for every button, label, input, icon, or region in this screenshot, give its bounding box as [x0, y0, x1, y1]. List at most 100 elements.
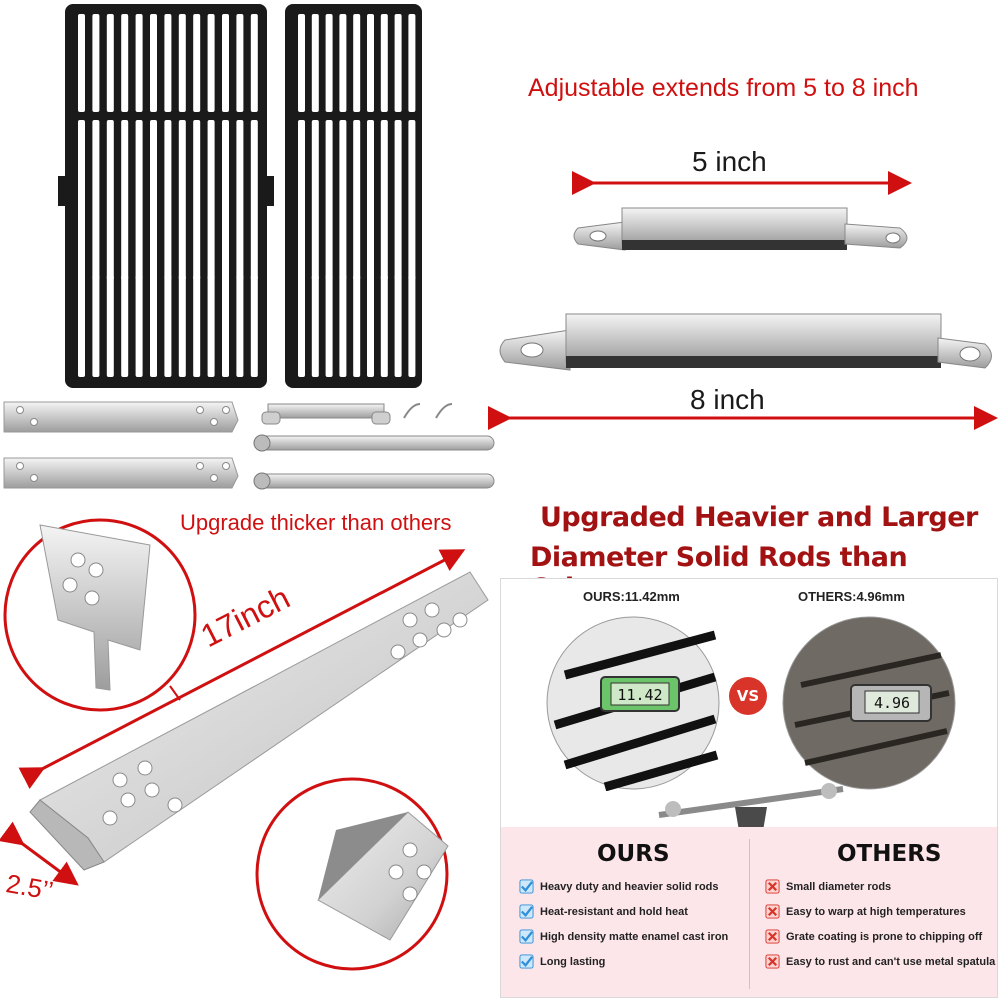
width-arrow: [0, 821, 79, 886]
others-caliper-photo: 4.96: [782, 616, 956, 790]
grate-slot: [164, 120, 172, 280]
ours-title: OURS: [597, 841, 670, 867]
grate-slot: [207, 275, 215, 377]
grate-slot: [339, 14, 347, 112]
others-feature-list: Small diameter rods Easy to warp at high…: [765, 879, 995, 969]
ours-feature-item: Long lasting: [519, 954, 728, 969]
grate-slot: [92, 120, 100, 280]
heat-plate-small-1: [3, 401, 239, 433]
grate-slot: [298, 14, 305, 112]
grate-slot: [353, 275, 361, 377]
cotter-pins: [403, 403, 453, 419]
check-icon: [519, 954, 534, 969]
vent-hole: [144, 782, 160, 798]
vent-hole: [210, 474, 218, 482]
grate-slot: [150, 275, 157, 377]
cross-icon: [765, 954, 780, 969]
grate-slot: [298, 275, 305, 377]
crossover-bracket: [261, 403, 391, 425]
vent-hole: [210, 418, 218, 426]
heat-plate-holes: [16, 406, 230, 482]
grate-slot: [325, 14, 333, 112]
ours-caption: OURS:11.42mm: [583, 589, 680, 604]
grate-slot: [298, 120, 305, 280]
grate-slot: [380, 275, 388, 377]
grate-slot: [250, 275, 258, 377]
crossover-tube-short: [573, 207, 908, 251]
grate-slot: [78, 120, 85, 280]
grate-slot: [121, 14, 129, 112]
grate-slot: [311, 120, 319, 280]
check-icon: [519, 929, 534, 944]
others-caption: OTHERS:4.96mm: [798, 589, 905, 604]
grate-slot: [311, 14, 319, 112]
vs-badge: VS: [729, 677, 767, 715]
grate-slot: [394, 14, 402, 112]
grate-slot: [106, 275, 114, 377]
grate-slot: [106, 120, 114, 280]
grate-slot: [92, 14, 100, 112]
grate-slot: [394, 120, 402, 280]
others-feature-item: Grate coating is prone to chipping off: [765, 929, 995, 944]
vent-hole: [402, 612, 418, 628]
vent-hole: [16, 462, 24, 470]
ours-reading: 11.42: [617, 686, 662, 704]
others-title: OTHERS: [837, 841, 942, 867]
grate-slot: [325, 275, 333, 377]
burner-tube-2: [253, 472, 495, 490]
headline-line-1: Upgraded Heavier and Larger: [540, 502, 978, 533]
grate-slot: [380, 14, 388, 112]
length-arrow: [18, 549, 466, 789]
grate-slot: [178, 275, 186, 377]
grate-slot: [207, 120, 215, 280]
eight-inch-label: 8 inch: [690, 384, 765, 415]
grate-slot: [135, 120, 143, 280]
grate-slot: [193, 275, 201, 377]
vent-hole: [30, 474, 38, 482]
vent-hole: [196, 406, 204, 414]
grate-slot: [236, 275, 244, 377]
grate-slot: [92, 275, 100, 377]
grate-slot: [353, 120, 361, 280]
grate-slot: [121, 275, 129, 377]
features-divider: [749, 839, 750, 989]
seesaw-illustration: [658, 783, 844, 831]
check-icon: [519, 904, 534, 919]
cross-icon: [765, 929, 780, 944]
vent-hole: [30, 418, 38, 426]
grate-slot: [380, 120, 388, 280]
vent-hole: [167, 797, 183, 813]
vent-hole: [112, 772, 128, 788]
grate-slot: [150, 14, 157, 112]
grate-slot: [150, 120, 157, 280]
zoom-connector-top: [169, 685, 181, 701]
others-feature-item: Easy to warp at high temperatures: [765, 904, 995, 919]
ours-feature-item: Heavy duty and heavier solid rods: [519, 879, 728, 894]
grate-left-slots: [78, 14, 258, 377]
ours-feature-list: Heavy duty and heavier solid rods Heat-r…: [519, 879, 728, 969]
grate-slot: [193, 120, 201, 280]
zoom-circle-top: [3, 518, 197, 712]
adjustable-caption: Adjustable extends from 5 to 8 inch: [528, 74, 919, 102]
comparison-panel: OURS:11.42mm OTHERS:4.96mm 11.42 VS 4.96: [500, 578, 998, 998]
five-inch-label: 5 inch: [692, 146, 767, 177]
vent-hole: [222, 462, 230, 470]
vent-hole: [16, 406, 24, 414]
grate-right-slots: [298, 14, 416, 377]
grate-slot: [236, 120, 244, 280]
grate-slot: [367, 120, 374, 280]
grate-slot: [325, 120, 333, 280]
grate-slot: [311, 275, 319, 377]
heat-plate-small-2: [3, 457, 239, 489]
zoom-circle-bottom: [255, 777, 449, 971]
grate-slot: [339, 275, 347, 377]
vent-hole: [196, 462, 204, 470]
check-icon: [519, 879, 534, 894]
grate-slot: [164, 275, 172, 377]
others-feature-item: Easy to rust and can't use metal spatula: [765, 954, 995, 969]
cross-icon: [765, 879, 780, 894]
vent-hole: [412, 632, 428, 648]
grate-slot: [408, 14, 416, 112]
cross-icon: [765, 904, 780, 919]
grate-slot: [250, 120, 258, 280]
